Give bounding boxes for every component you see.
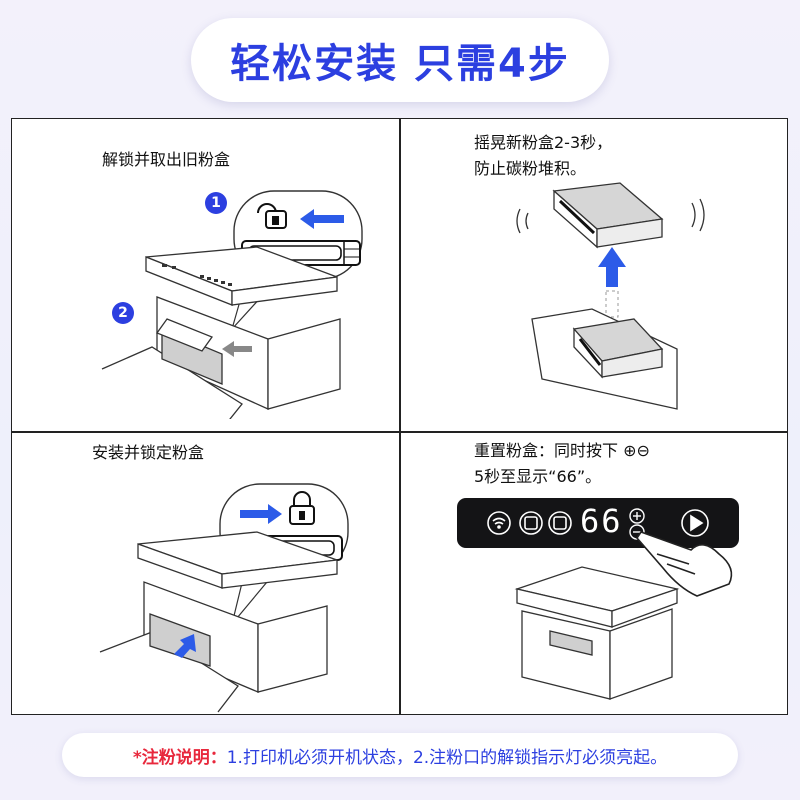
play-icon xyxy=(681,509,709,537)
step2-caption-line1: 摇晃新粉盒2-3秒， xyxy=(474,133,613,152)
shake-marks xyxy=(516,198,705,234)
note-banner: *注粉说明： 1.打印机必须开机状态，2.注粉口的解锁指示灯必须亮起。 xyxy=(62,733,738,777)
printer-drawing xyxy=(101,246,341,419)
note-head: *注粉说明： xyxy=(132,747,227,768)
step2-illustration xyxy=(516,182,705,410)
printer-base xyxy=(531,308,678,410)
step3-illustration xyxy=(99,483,349,713)
title-banner: 轻松安装 只需4步 xyxy=(191,18,609,102)
step3-caption: 安装并锁定粉盒 xyxy=(92,443,205,462)
lock-icon xyxy=(289,491,315,525)
wifi-icon xyxy=(487,511,511,535)
step4-caption-line2: 5秒至显示“66”。 xyxy=(474,467,602,486)
arrow-right-icon xyxy=(240,504,282,524)
printer-drawing-2 xyxy=(99,531,338,713)
step1-badge-1: 1 xyxy=(205,192,227,214)
copy-icon xyxy=(519,511,543,535)
step1-caption: 解锁并取出旧粉盒 xyxy=(102,150,231,169)
step2-caption-line2: 防止碳粉堆积。 xyxy=(474,159,587,178)
hand-pointer-icon xyxy=(635,531,733,597)
arrow-push-icon xyxy=(174,634,196,658)
grid-divider-vertical xyxy=(399,119,401,714)
page-title: 轻松安装 只需4步 xyxy=(230,41,570,87)
step4-caption-line1: 重置粉盒：同时按下 ⊕⊖ xyxy=(474,441,650,460)
step1-illustration xyxy=(101,190,363,419)
arrow-pull-icon xyxy=(222,341,252,357)
printer-buttons xyxy=(162,264,232,286)
grid-divider-horizontal xyxy=(12,431,787,433)
steps-grid: 解锁并取出旧粉盒 1 2 xyxy=(11,118,788,715)
step4-printer xyxy=(514,566,680,700)
plus-icon xyxy=(629,508,645,524)
control-display-icons xyxy=(487,508,733,597)
step1-badge-2: 2 xyxy=(112,302,134,324)
arrow-left-icon xyxy=(300,209,344,229)
arrow-up-icon xyxy=(598,247,626,318)
display-value: 66 xyxy=(580,502,623,540)
unlock-icon xyxy=(257,203,287,229)
note-body: 1.打印机必须开机状态，2.注粉口的解锁指示灯必须亮起。 xyxy=(226,747,668,768)
cartridge-top xyxy=(552,182,664,249)
scan-icon xyxy=(548,511,572,535)
